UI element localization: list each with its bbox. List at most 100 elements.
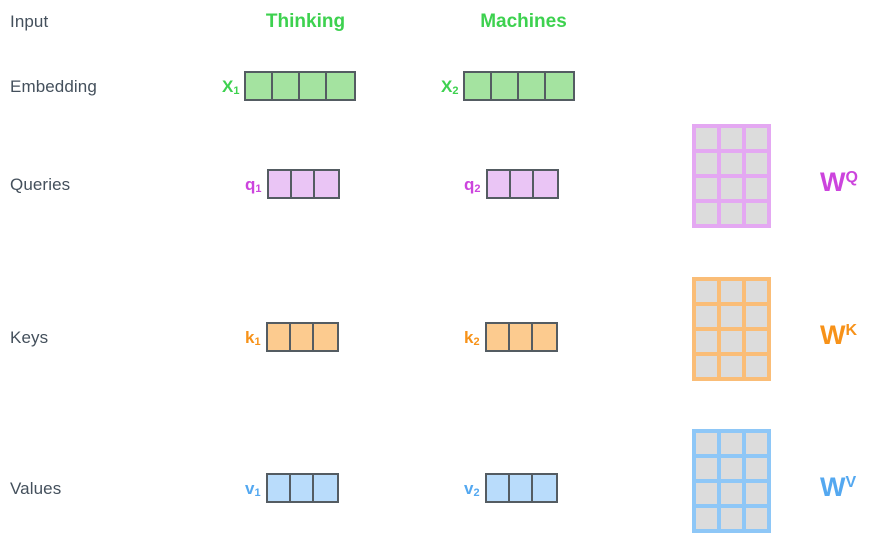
vector-tag-k2-sub: 2 <box>473 335 480 348</box>
matrix-cell <box>721 458 742 479</box>
vector-cell <box>487 171 511 197</box>
matrix-cell <box>696 331 717 352</box>
row-label-keys: Keys <box>10 328 49 347</box>
matrix-cell <box>746 203 767 224</box>
vector-cell <box>546 73 574 99</box>
row-label-embedding: Embedding <box>10 77 97 96</box>
vector-cell <box>532 475 556 501</box>
vector-cells-x2 <box>463 71 576 101</box>
vector-tag-v2-sub: 2 <box>473 486 480 499</box>
vector-tag-k1-sub: 1 <box>254 335 261 348</box>
matrix-cell <box>746 153 767 174</box>
matrix-cell <box>696 153 717 174</box>
matrix-cell <box>696 356 717 377</box>
vector-tag-k1: k1 <box>245 329 261 348</box>
key-vector-k1: k1 <box>245 322 339 352</box>
weight-label-wq-sup: Q <box>845 169 858 186</box>
vector-cell <box>519 73 547 99</box>
weight-label-wv-base: W <box>820 472 846 502</box>
vector-cell <box>313 475 337 501</box>
matrix-cell <box>746 331 767 352</box>
vector-cell <box>300 73 328 99</box>
vector-cells-k2 <box>484 322 558 352</box>
weight-label-wq: WQ <box>820 169 858 196</box>
vector-tag-x2-base: X <box>441 76 453 96</box>
row-label-values: Values <box>10 479 62 498</box>
weight-label-wq-base: W <box>820 167 846 197</box>
vector-tag-v1-sub: 1 <box>254 486 261 499</box>
vector-cells-k1 <box>265 322 339 352</box>
vector-cell <box>291 171 315 197</box>
vector-tag-x1: X1 <box>222 76 240 97</box>
vector-cells-q2 <box>485 169 559 199</box>
vector-tag-v1: v1 <box>245 478 261 499</box>
vector-cell <box>532 324 556 350</box>
matrix-cell <box>696 306 717 327</box>
vector-cell <box>327 73 355 99</box>
matrix-cell <box>746 483 767 504</box>
query-vector-q2: q2 <box>464 169 559 199</box>
vector-tag-q2: q2 <box>464 174 481 195</box>
matrix-cell <box>746 356 767 377</box>
row-label-queries: Queries <box>10 175 71 194</box>
weight-matrix-wv <box>692 429 771 533</box>
matrix-cell <box>721 178 742 199</box>
column-header-thinking: Thinking <box>265 11 346 32</box>
matrix-cell <box>721 128 742 149</box>
matrix-cell <box>696 458 717 479</box>
query-vector-q1: q1 <box>245 169 340 199</box>
vector-tag-x2: X2 <box>441 76 459 97</box>
vector-cells-q1 <box>266 169 340 199</box>
vector-cell <box>486 475 510 501</box>
value-vector-v2: v2 <box>464 473 558 503</box>
vector-tag-q1-sub: 1 <box>255 182 262 195</box>
vector-cell <box>313 324 337 350</box>
column-header-machines: Machines <box>480 11 567 32</box>
vector-tag-x1-sub: 1 <box>233 84 240 97</box>
vector-cells-x1 <box>244 71 357 101</box>
matrix-cell <box>721 356 742 377</box>
vector-cell <box>486 324 510 350</box>
vector-tag-q1: q1 <box>245 176 262 195</box>
matrix-cell <box>696 433 717 454</box>
key-vector-k2: k2 <box>464 322 558 352</box>
weight-matrix-wq <box>692 124 771 228</box>
matrix-cell <box>746 178 767 199</box>
vector-cell <box>492 73 520 99</box>
matrix-cell <box>746 508 767 529</box>
vector-tag-v2: v2 <box>464 480 480 499</box>
embedding-vector-x1: X1 <box>222 71 357 101</box>
matrix-cell <box>721 483 742 504</box>
weight-label-wv: WV <box>820 474 856 501</box>
vector-cell <box>290 475 314 501</box>
vector-tag-k2: k2 <box>464 327 480 348</box>
vector-cell <box>509 475 533 501</box>
value-vector-v1: v1 <box>245 473 339 503</box>
vector-tag-x1-base: X <box>222 76 234 96</box>
vector-tag-k2-base: k <box>464 327 474 347</box>
vector-tag-v1-base: v <box>245 478 255 498</box>
matrix-cell <box>721 331 742 352</box>
matrix-cell <box>746 306 767 327</box>
weight-label-wk-sup: K <box>845 322 858 339</box>
vector-cell <box>273 73 301 99</box>
vector-cell <box>509 324 533 350</box>
vector-cell <box>533 171 557 197</box>
embedding-vector-x2: X2 <box>441 71 576 101</box>
matrix-cell <box>721 306 742 327</box>
vector-tag-x2-sub: 2 <box>452 84 459 97</box>
vector-tag-q2-base: q <box>464 174 475 194</box>
matrix-cell <box>696 483 717 504</box>
vector-cells-v1 <box>265 473 339 503</box>
matrix-cell <box>696 508 717 529</box>
matrix-cell <box>746 281 767 302</box>
vector-cell <box>267 475 291 501</box>
matrix-cell <box>696 128 717 149</box>
vector-cell <box>510 171 534 197</box>
weight-label-wk-base: W <box>820 320 846 350</box>
vector-cells-v2 <box>484 473 558 503</box>
matrix-cell <box>746 433 767 454</box>
vector-cell <box>268 171 292 197</box>
matrix-cell <box>746 128 767 149</box>
matrix-cell <box>721 433 742 454</box>
